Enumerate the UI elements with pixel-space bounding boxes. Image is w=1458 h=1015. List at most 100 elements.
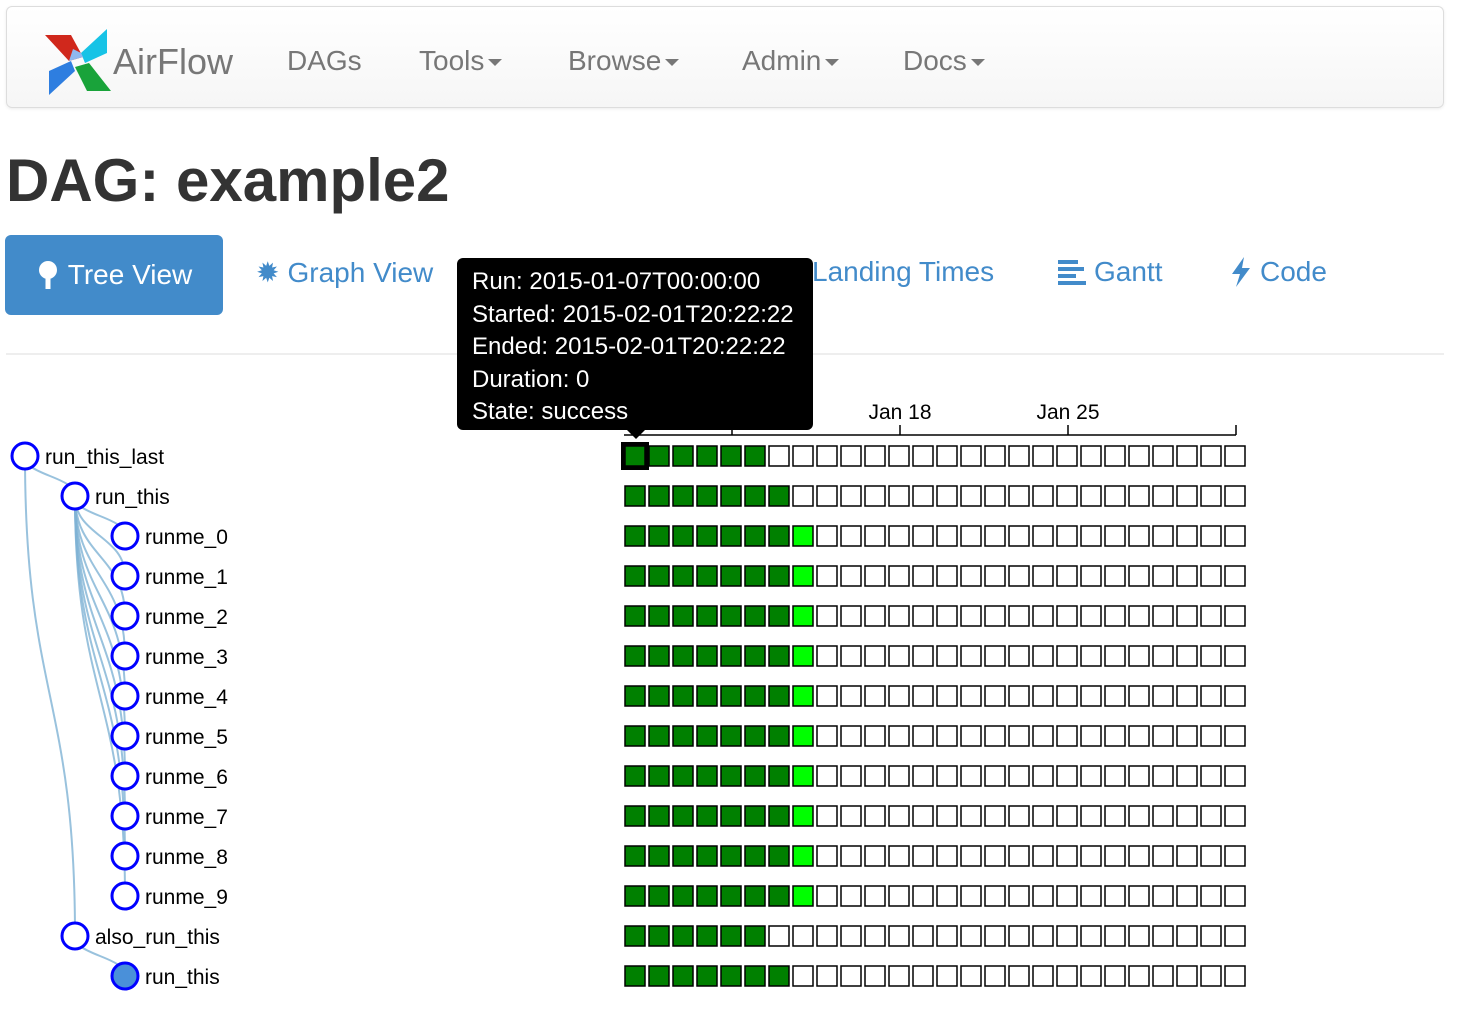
task-instance-square[interactable] xyxy=(1128,845,1150,867)
task-instance-square[interactable] xyxy=(1128,685,1150,707)
task-instance-square[interactable] xyxy=(696,645,718,667)
task-instance-square[interactable] xyxy=(1056,525,1078,547)
task-instance-square[interactable] xyxy=(1176,445,1198,467)
task-instance-square[interactable] xyxy=(1152,525,1174,547)
task-instance-square[interactable] xyxy=(1176,925,1198,947)
task-instance-square[interactable] xyxy=(1008,925,1030,947)
task-instance-square[interactable] xyxy=(816,525,838,547)
task-instance-square[interactable] xyxy=(984,485,1006,507)
task-instance-square[interactable] xyxy=(1080,605,1102,627)
task-instance-square[interactable] xyxy=(840,445,862,467)
task-instance-square[interactable] xyxy=(744,645,766,667)
task-instance-square[interactable] xyxy=(696,965,718,987)
task-instance-square[interactable] xyxy=(1104,445,1126,467)
task-instance-square[interactable] xyxy=(1224,445,1246,467)
task-instance-square[interactable] xyxy=(792,805,814,827)
task-instance-square[interactable] xyxy=(1128,965,1150,987)
task-instance-square[interactable] xyxy=(816,965,838,987)
task-instance-square[interactable] xyxy=(696,845,718,867)
task-instance-square[interactable] xyxy=(936,525,958,547)
task-instance-square[interactable] xyxy=(984,445,1006,467)
task-instance-square[interactable] xyxy=(864,765,886,787)
task-instance-square[interactable] xyxy=(648,805,670,827)
task-instance-square[interactable] xyxy=(1176,845,1198,867)
task-instance-square[interactable] xyxy=(984,725,1006,747)
task-instance-square[interactable] xyxy=(1176,605,1198,627)
task-instance-square[interactable] xyxy=(624,485,646,507)
task-instance-square[interactable] xyxy=(696,725,718,747)
task-instance-square[interactable] xyxy=(960,725,982,747)
task-instance-square[interactable] xyxy=(1056,965,1078,987)
task-instance-square[interactable] xyxy=(1080,725,1102,747)
task-instance-square[interactable] xyxy=(1200,765,1222,787)
task-instance-square[interactable] xyxy=(1152,765,1174,787)
nav-dags[interactable]: DAGs xyxy=(287,45,362,77)
task-instance-square[interactable] xyxy=(672,765,694,787)
task-instance-square[interactable] xyxy=(888,885,910,907)
task-instance-square[interactable] xyxy=(720,725,742,747)
task-instance-square[interactable] xyxy=(888,525,910,547)
task-instance-square[interactable] xyxy=(1128,605,1150,627)
tree-node[interactable]: runme_1 xyxy=(110,561,228,591)
task-instance-square[interactable] xyxy=(984,685,1006,707)
task-instance-square[interactable] xyxy=(1032,725,1054,747)
task-instance-square[interactable] xyxy=(816,845,838,867)
task-instance-square[interactable] xyxy=(1200,485,1222,507)
task-instance-square[interactable] xyxy=(888,965,910,987)
task-instance-square[interactable] xyxy=(648,565,670,587)
task-instance-square[interactable] xyxy=(936,965,958,987)
task-instance-square[interactable] xyxy=(768,525,790,547)
task-instance-square[interactable] xyxy=(624,445,646,467)
task-instance-square[interactable] xyxy=(936,485,958,507)
task-instance-square[interactable] xyxy=(792,885,814,907)
task-instance-square[interactable] xyxy=(912,605,934,627)
task-instance-square[interactable] xyxy=(888,485,910,507)
task-instance-square[interactable] xyxy=(840,565,862,587)
task-instance-square[interactable] xyxy=(792,685,814,707)
task-instance-square[interactable] xyxy=(1104,925,1126,947)
task-instance-square[interactable] xyxy=(816,605,838,627)
task-instance-square[interactable] xyxy=(816,885,838,907)
brand-name[interactable]: AirFlow xyxy=(113,41,234,82)
task-instance-square[interactable] xyxy=(1200,885,1222,907)
task-instance-square[interactable] xyxy=(1032,805,1054,827)
task-instance-square[interactable] xyxy=(1200,725,1222,747)
task-instance-square[interactable] xyxy=(864,605,886,627)
task-instance-square[interactable] xyxy=(768,685,790,707)
task-instance-square[interactable] xyxy=(792,525,814,547)
task-instance-square[interactable] xyxy=(1176,885,1198,907)
task-instance-square[interactable] xyxy=(912,805,934,827)
task-instance-square[interactable] xyxy=(864,445,886,467)
task-instance-square[interactable] xyxy=(1008,885,1030,907)
task-instance-square[interactable] xyxy=(1200,445,1222,467)
task-instance-square[interactable] xyxy=(1200,685,1222,707)
task-instance-square[interactable] xyxy=(792,485,814,507)
task-instance-square[interactable] xyxy=(840,845,862,867)
task-instance-square[interactable] xyxy=(672,525,694,547)
node-circle[interactable] xyxy=(110,521,140,551)
task-instance-square[interactable] xyxy=(648,965,670,987)
task-instance-square[interactable] xyxy=(912,885,934,907)
task-instance-square[interactable] xyxy=(648,845,670,867)
tree-node[interactable]: run_this xyxy=(110,961,220,991)
task-instance-square[interactable] xyxy=(984,645,1006,667)
task-instance-square[interactable] xyxy=(912,485,934,507)
node-circle[interactable] xyxy=(110,601,140,631)
task-instance-square[interactable] xyxy=(960,845,982,867)
task-instance-square[interactable] xyxy=(1056,445,1078,467)
task-instance-square[interactable] xyxy=(936,565,958,587)
task-instance-square[interactable] xyxy=(1008,765,1030,787)
task-instance-square[interactable] xyxy=(672,925,694,947)
task-instance-square[interactable] xyxy=(1032,485,1054,507)
task-instance-square[interactable] xyxy=(1104,565,1126,587)
task-instance-square[interactable] xyxy=(624,965,646,987)
task-instance-square[interactable] xyxy=(864,965,886,987)
task-instance-square[interactable] xyxy=(1032,525,1054,547)
task-instance-square[interactable] xyxy=(720,925,742,947)
task-instance-square[interactable] xyxy=(1032,445,1054,467)
task-instance-square[interactable] xyxy=(648,605,670,627)
task-instance-square[interactable] xyxy=(792,925,814,947)
task-instance-square[interactable] xyxy=(1128,525,1150,547)
task-instance-square[interactable] xyxy=(744,565,766,587)
task-instance-square[interactable] xyxy=(720,565,742,587)
